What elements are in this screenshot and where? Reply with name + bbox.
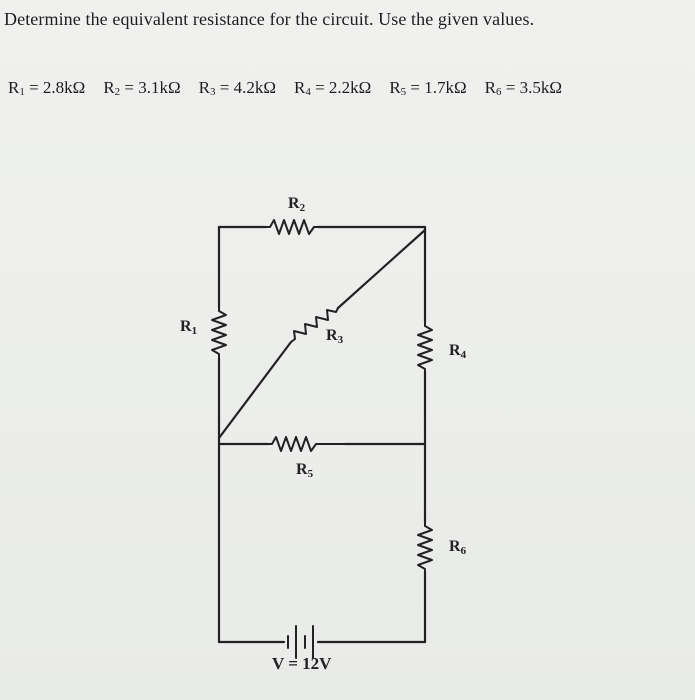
given-values: R1 = 2.8kΩ R2 = 3.1kΩ R3 = 4.2kΩ R4 = 2.…: [8, 78, 693, 98]
resistor-r4: [417, 321, 433, 373]
label-r3: R3: [326, 327, 344, 346]
question-text: Determine the equivalent resistance for …: [4, 9, 535, 29]
label-r2: R2: [288, 195, 306, 214]
resistor-r2: [265, 219, 319, 235]
value-r6: R6 = 3.5kΩ: [484, 78, 562, 98]
label-r1: R1: [180, 318, 198, 337]
label-r6: R6: [449, 538, 467, 557]
label-r4: R4: [449, 342, 467, 361]
value-r5: R5 = 1.7kΩ: [389, 78, 467, 98]
value-r2: R2 = 3.1kΩ: [103, 78, 181, 98]
resistor-r5: [267, 436, 346, 452]
resistor-r6: [417, 521, 433, 573]
resistor-r1: [211, 306, 227, 359]
wire-diagonal-upper: [336, 228, 427, 310]
value-r3: R3 = 4.2kΩ: [198, 78, 276, 98]
label-r5: R5: [296, 461, 314, 480]
resistor-r3: [290, 307, 339, 343]
value-r4: R4 = 2.2kΩ: [293, 78, 372, 98]
source-voltage-label: V = 12V: [272, 654, 332, 673]
value-r1: R1 = 2.8kΩ: [8, 78, 86, 98]
wire-diagonal-lower: [217, 340, 293, 440]
